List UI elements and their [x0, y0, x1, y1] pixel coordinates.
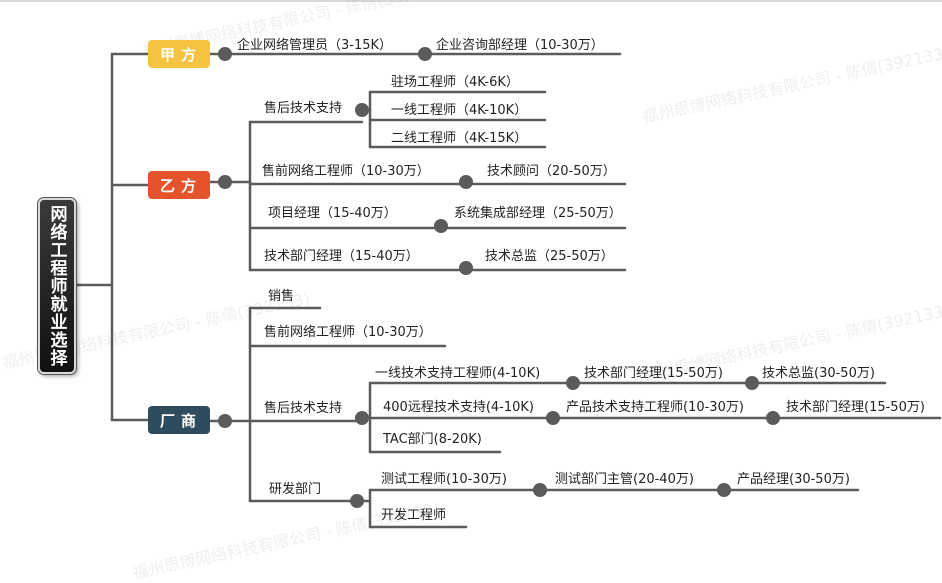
node-cs-product-support-engineer[interactable]: 产品技术支持工程师(10-30万) [566, 400, 744, 415]
category-changshang[interactable]: 厂商 [148, 406, 210, 434]
branch-node-dot [350, 494, 364, 508]
node-cs-developer[interactable]: 开发工程师 [381, 508, 447, 523]
node-yi-onsite-engineer[interactable]: 驻场工程师（4K-6K） [391, 75, 519, 90]
node-yi-si-manager[interactable]: 系统集成部经理（25-50万） [454, 206, 622, 221]
node-yi-line2-engineer[interactable]: 二线工程师（4K-15K） [391, 131, 528, 146]
node-yi-tech-consultant[interactable]: 技术顾问（20-50万） [487, 164, 616, 179]
branch-node-dot [566, 376, 580, 390]
node-cs-rd[interactable]: 研发部门 [269, 482, 322, 497]
node-cs-l1-support[interactable]: 一线技术支持工程师(4-10K) [375, 366, 541, 381]
branch-node-dot [434, 219, 448, 233]
branch-node-dot [745, 376, 759, 390]
node-yi-tech-dept-manager[interactable]: 技术部门经理（15-40万） [264, 249, 419, 264]
node-yi-after-sales[interactable]: 售后技术支持 [264, 101, 343, 116]
branch-node-dot [546, 411, 560, 425]
category-jia[interactable]: 甲方 [148, 40, 210, 68]
branch-node-dot [218, 47, 232, 61]
node-cs-product-manager[interactable]: 产品经理(30-50万) [737, 472, 850, 487]
node-cs-l1-tech-manager[interactable]: 技术部门经理(15-50万) [584, 366, 723, 381]
node-yi-tech-director[interactable]: 技术总监（25-50万） [485, 249, 614, 264]
node-jia-network-admin[interactable]: 企业网络管理员（3-15K） [237, 38, 393, 53]
node-yi-presales-engineer[interactable]: 售前网络工程师（10-30万） [262, 164, 430, 179]
branch-node-dot [766, 411, 780, 425]
node-cs-tech-director[interactable]: 技术总监(30-50万) [762, 366, 875, 381]
node-jia-consulting-manager[interactable]: 企业咨询部经理（10-30万） [436, 38, 604, 53]
branch-node-dot [717, 483, 731, 497]
node-yi-project-manager[interactable]: 项目经理（15-40万） [268, 206, 397, 221]
branch-node-dot [218, 175, 232, 189]
branch-node-dot [459, 175, 473, 189]
node-cs-product-tech-manager[interactable]: 技术部门经理(15-50万) [786, 400, 925, 415]
branch-node-dot [533, 483, 547, 497]
node-cs-presales-engineer[interactable]: 售前网络工程师（10-30万） [264, 325, 432, 340]
root-node[interactable]: 网络工程师就业选择 [38, 198, 76, 374]
connector-lines [74, 47, 942, 529]
branch-node-dot [355, 103, 369, 117]
branch-node-dot [218, 414, 232, 428]
branch-node-dot [418, 47, 432, 61]
branch-node-dot [355, 411, 369, 425]
top-divider [0, 0, 942, 2]
node-cs-test-engineer[interactable]: 测试工程师(10-30万) [381, 472, 507, 487]
node-cs-tac[interactable]: TAC部门(8-20K) [383, 432, 482, 447]
node-cs-test-supervisor[interactable]: 测试部门主管(20-40万) [555, 472, 694, 487]
category-yi[interactable]: 乙方 [148, 171, 210, 199]
node-cs-remote-support[interactable]: 400远程技术支持(4-10K) [383, 400, 534, 415]
node-cs-sales[interactable]: 销售 [268, 289, 295, 304]
branch-node-dot [459, 261, 473, 275]
node-cs-after-sales[interactable]: 售后技术支持 [264, 401, 343, 416]
node-yi-line1-engineer[interactable]: 一线工程师（4K-10K） [391, 103, 528, 118]
